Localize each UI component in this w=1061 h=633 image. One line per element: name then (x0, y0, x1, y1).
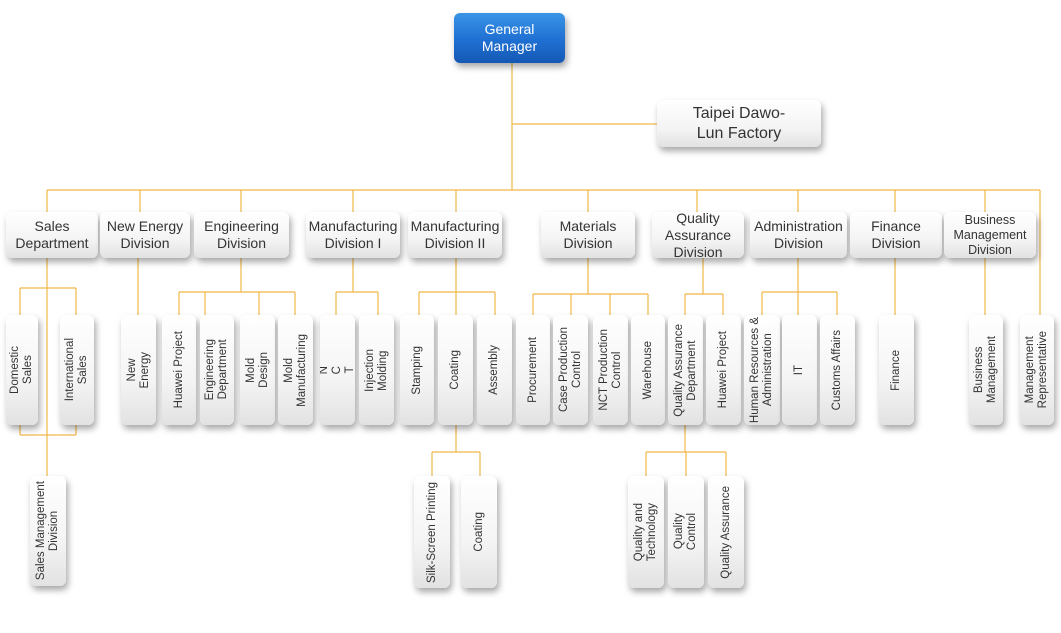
finance-box[interactable]: Finance (879, 315, 914, 425)
finance-division-label: Finance Division (871, 218, 921, 251)
new-energy-box[interactable]: New Energy (121, 315, 156, 425)
manufacturing-division-2-label: Manufacturing Division II (410, 218, 500, 251)
materials-division-box[interactable]: Materials Division (541, 212, 635, 258)
engineering-department-label: Engineering Department (204, 339, 229, 401)
administration-division-box[interactable]: Administration Division (750, 212, 847, 258)
quality-assurance-division-label: Quality Assurance Division (664, 212, 732, 258)
stamping-label: Stamping (410, 345, 423, 395)
assembly-box[interactable]: Assembly (477, 315, 512, 425)
coating-sub-label: Coating (472, 512, 485, 552)
coating-sub-box[interactable]: Coating (461, 476, 497, 588)
international-sales-box[interactable]: International Sales (60, 315, 94, 425)
business-management-division-box[interactable]: Business Management Division (944, 212, 1036, 258)
mold-design-box[interactable]: Mold Design (240, 315, 275, 425)
quality-and-technology-label: Quality and Technology (633, 502, 658, 562)
engineering-division-label: Engineering Division (204, 218, 279, 251)
finance-division-box[interactable]: Finance Division (850, 212, 942, 258)
manufacturing-division-1-label: Manufacturing Division I (308, 218, 398, 251)
general-manager-label: General Manager (481, 21, 538, 54)
coating-label: Coating (449, 350, 461, 390)
sales-department-box[interactable]: Sales Department (6, 212, 98, 258)
engineering-department-box[interactable]: Engineering Department (200, 315, 234, 425)
taipei-factory-box[interactable]: Taipei Dawo- Lun Factory (657, 100, 821, 147)
stamping-box[interactable]: Stamping (400, 315, 434, 425)
quality-and-technology-box[interactable]: Quality and Technology (628, 476, 664, 588)
coating-box[interactable]: Coating (438, 315, 473, 425)
hr-administration-label: Human Resources & Administration (749, 316, 774, 424)
finance-label: Finance (890, 349, 902, 391)
case-production-control-box[interactable]: Case Production Control (553, 315, 588, 425)
domestic-sales-label: Domestic Sales (9, 346, 34, 394)
quality-control-label: Quality Control (673, 513, 698, 551)
case-production-control-label: Case Production Control (557, 327, 583, 413)
materials-division-label: Materials Division (559, 218, 617, 251)
sales-department-label: Sales Department (15, 218, 89, 251)
new-energy-label: New Energy (125, 351, 151, 389)
new-energy-division-box[interactable]: New Energy Division (100, 212, 190, 258)
nct-production-control-label: NCT Production Control (597, 329, 623, 411)
huawei-project-qa-box[interactable]: Huawei Project (706, 315, 741, 425)
procurement-box[interactable]: Procurement (516, 315, 550, 425)
it-box[interactable]: IT (782, 315, 817, 425)
sales-management-division-label: Sales Management Division (35, 481, 60, 581)
customs-affairs-box[interactable]: Customs Affairs (820, 315, 855, 425)
general-manager-box[interactable]: General Manager (454, 13, 565, 63)
hr-administration-box[interactable]: Human Resources & Administration (744, 315, 780, 425)
warehouse-label: Warehouse (641, 340, 654, 400)
qa-department-label: Quality Assurance Department (672, 323, 698, 417)
huawei-project-qa-label: Huawei Project (717, 331, 729, 409)
mold-manufacturing-box[interactable]: Mold Manufacturing (278, 315, 313, 425)
mold-design-label: Mold Design (244, 352, 270, 388)
international-sales-label: International Sales (64, 338, 89, 402)
manufacturing-division-2-box[interactable]: Manufacturing Division II (408, 212, 502, 258)
huawei-project-eng-box[interactable]: Huawei Project (162, 315, 196, 425)
administration-division-label: Administration Division (754, 218, 843, 251)
engineering-division-box[interactable]: Engineering Division (194, 212, 289, 258)
sales-management-division-box[interactable]: Sales Management Division (30, 476, 66, 586)
domestic-sales-box[interactable]: Domestic Sales (6, 315, 38, 425)
injection-molding-box[interactable]: Injection Molding (359, 315, 394, 425)
taipei-factory-label: Taipei Dawo- Lun Factory (692, 104, 786, 142)
business-management-label: Business Management (973, 336, 998, 404)
qa-department-box[interactable]: Quality Assurance Department (668, 315, 703, 425)
new-energy-division-label: New Energy Division (106, 218, 184, 251)
quality-assurance-box[interactable]: Quality Assurance (708, 476, 744, 588)
injection-molding-label: Injection Molding (363, 348, 389, 392)
quality-assurance-label: Quality Assurance (719, 485, 732, 579)
procurement-label: Procurement (526, 337, 539, 403)
nct-label: N C T (320, 365, 355, 375)
silk-screen-printing-box[interactable]: Silk-Screen Printing (414, 476, 450, 588)
mold-manufacturing-label: Mold Manufacturing (282, 333, 308, 407)
silk-screen-printing-label: Silk-Screen Printing (425, 481, 438, 583)
warehouse-box[interactable]: Warehouse (631, 315, 665, 425)
quality-assurance-division-box[interactable]: Quality Assurance Division (652, 212, 744, 258)
nct-production-control-box[interactable]: NCT Production Control (593, 315, 628, 425)
management-representative-box[interactable]: Management Representative (1020, 315, 1054, 425)
business-management-division-label: Business Management Division (953, 212, 1027, 257)
management-representative-label: Management Representative (1024, 331, 1049, 409)
customs-affairs-label: Customs Affairs (831, 329, 843, 411)
assembly-label: Assembly (488, 345, 500, 395)
manufacturing-division-1-box[interactable]: Manufacturing Division I (306, 212, 400, 258)
business-management-box[interactable]: Business Management (969, 315, 1003, 425)
nct-box[interactable]: N C T (320, 315, 355, 425)
it-label: IT (793, 364, 805, 376)
quality-control-box[interactable]: Quality Control (668, 476, 704, 588)
huawei-project-eng-label: Huawei Project (172, 331, 185, 409)
